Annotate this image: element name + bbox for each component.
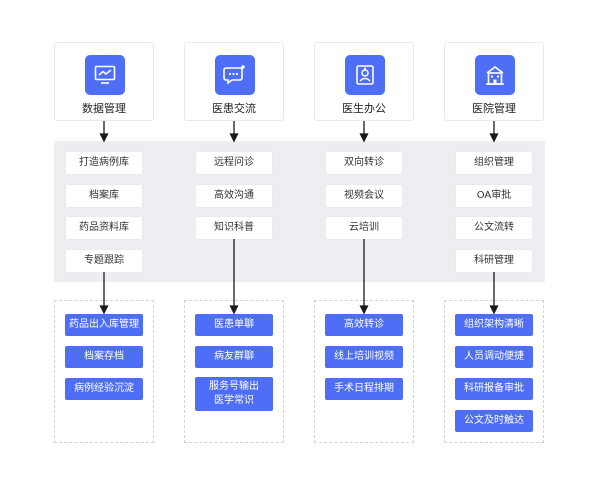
- outcome-item[interactable]: 组织架构清晰: [455, 314, 533, 336]
- header-title: 医院管理: [472, 102, 516, 115]
- outcome-item[interactable]: 医患单聊: [195, 314, 273, 336]
- outcome-label: 组织架构清晰: [464, 319, 524, 330]
- outcome-label: 药品出入库管理: [69, 319, 139, 330]
- arrow-head: [359, 305, 369, 315]
- arrow-head: [489, 133, 499, 143]
- outcome-label: 病友群聊: [214, 351, 254, 362]
- feature-item[interactable]: 知识科普: [196, 217, 272, 239]
- feature-item[interactable]: 高效沟通: [196, 185, 272, 207]
- outcome-label: 服务号输出: [209, 381, 259, 392]
- feature-item[interactable]: 云培训: [326, 217, 402, 239]
- feature-item[interactable]: 公文流转: [456, 217, 532, 239]
- feature-item[interactable]: 视频会议: [326, 185, 402, 207]
- header-card-doctor-office: 医生办公: [314, 42, 414, 121]
- feature-item[interactable]: 专题跟踪: [66, 250, 142, 272]
- feature-item[interactable]: 档案库: [66, 185, 142, 207]
- header-title: 医生办公: [342, 102, 386, 115]
- arrow-head: [359, 133, 369, 143]
- header-title: 医患交流: [212, 102, 256, 115]
- outcome-item[interactable]: 人员调动便捷: [455, 346, 533, 368]
- outcome-label: 公文及时触达: [464, 415, 524, 426]
- outcome-item[interactable]: 手术日程排期: [325, 378, 403, 400]
- outcome-label: 线上培训视频: [334, 351, 394, 362]
- header-title: 数据管理: [82, 102, 126, 115]
- arrow-head: [99, 133, 109, 143]
- chat-bubble-icon: [215, 55, 255, 95]
- outcome-label: 科研报备审批: [464, 383, 524, 394]
- arrow-head: [99, 305, 109, 315]
- outcome-label: 病例经验沉淀: [74, 383, 134, 394]
- outcome-item[interactable]: 线上培训视频: [325, 346, 403, 368]
- hospital-building-icon: [475, 55, 515, 95]
- feature-item[interactable]: 组织管理: [456, 152, 532, 174]
- outcome-item[interactable]: 公文及时触达: [455, 410, 533, 432]
- feature-item[interactable]: 药品资料库: [66, 217, 142, 239]
- monitor-chart-icon: [85, 55, 125, 95]
- outcome-item[interactable]: 病例经验沉淀: [65, 378, 143, 400]
- header-card-hospital-management: 医院管理: [444, 42, 544, 121]
- outcome-item[interactable]: 科研报备审批: [455, 378, 533, 400]
- outcome-label: 医患单聊: [214, 319, 254, 330]
- feature-item[interactable]: 打造病例库: [66, 152, 142, 174]
- doctor-badge-icon: [345, 55, 385, 95]
- feature-item[interactable]: 双向转诊: [326, 152, 402, 174]
- outcome-item[interactable]: 病友群聊: [195, 346, 273, 368]
- arrow-head: [229, 133, 239, 143]
- arrow-head: [229, 305, 239, 315]
- arrow-head: [489, 305, 499, 315]
- header-card-data-management: 数据管理: [54, 42, 154, 121]
- outcome-label: 手术日程排期: [334, 383, 394, 394]
- outcome-item[interactable]: 高效转诊: [325, 314, 403, 336]
- outcome-label: 档案存档: [84, 351, 124, 362]
- outcome-label: 医学常识: [214, 395, 254, 406]
- outcome-label: 人员调动便捷: [464, 351, 524, 362]
- feature-item[interactable]: 科研管理: [456, 250, 532, 272]
- header-card-doctor-patient: 医患交流: [184, 42, 284, 121]
- feature-item[interactable]: 远程问诊: [196, 152, 272, 174]
- outcome-item[interactable]: 档案存档: [65, 346, 143, 368]
- outcome-item[interactable]: 药品出入库管理: [65, 314, 143, 336]
- outcome-label: 高效转诊: [344, 319, 384, 330]
- outcome-item[interactable]: 服务号输出 医学常识: [195, 377, 273, 411]
- feature-item[interactable]: OA审批: [456, 185, 532, 207]
